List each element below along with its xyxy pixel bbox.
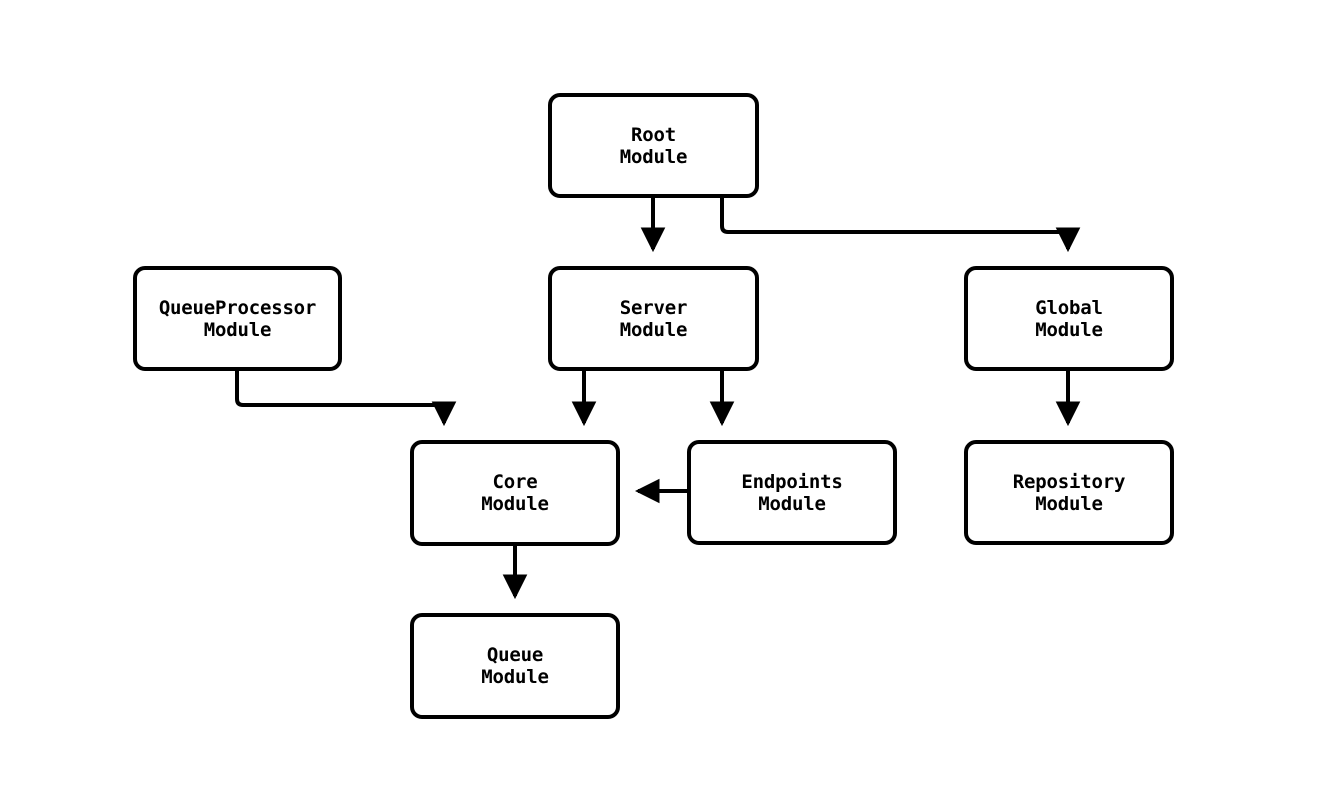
node-server-module-line2: Module (619, 318, 688, 341)
node-global-module[interactable]: Global Module (964, 266, 1174, 371)
node-queueprocessor-module[interactable]: QueueProcessor Module (133, 266, 342, 371)
node-global-module-line1: Global (1035, 296, 1103, 319)
node-queueprocessor-module-line1: QueueProcessor (158, 296, 317, 319)
node-root-module-line2: Module (619, 145, 688, 168)
node-root-module[interactable]: Root Module (548, 93, 759, 198)
node-core-module[interactable]: Core Module (410, 440, 620, 546)
node-repository-module-line1: Repository (1012, 470, 1126, 493)
node-queue-module-line2: Module (481, 666, 549, 688)
edge-root-to-global (720, 198, 1081, 253)
node-global-module-line2: Module (1035, 318, 1103, 341)
node-queue-module[interactable]: Queue Module (410, 613, 620, 719)
node-core-module-line2: Module (481, 493, 549, 515)
node-server-module[interactable]: Server Module (548, 266, 759, 371)
node-repository-module[interactable]: Repository Module (964, 440, 1174, 545)
node-core-module-line1: Core (492, 471, 538, 493)
node-queueprocessor-module-line2: Module (203, 318, 272, 341)
node-endpoints-module[interactable]: Endpoints Module (687, 440, 897, 545)
node-queue-module-line1: Queue (486, 644, 544, 666)
node-repository-module-line2: Module (1035, 492, 1103, 515)
node-endpoints-module-line1: Endpoints (741, 470, 843, 493)
node-server-module-line1: Server (619, 296, 688, 319)
node-endpoints-module-line2: Module (758, 492, 826, 515)
node-root-module-line1: Root (631, 123, 676, 146)
edge-queueprocessor-to-core (235, 371, 457, 427)
